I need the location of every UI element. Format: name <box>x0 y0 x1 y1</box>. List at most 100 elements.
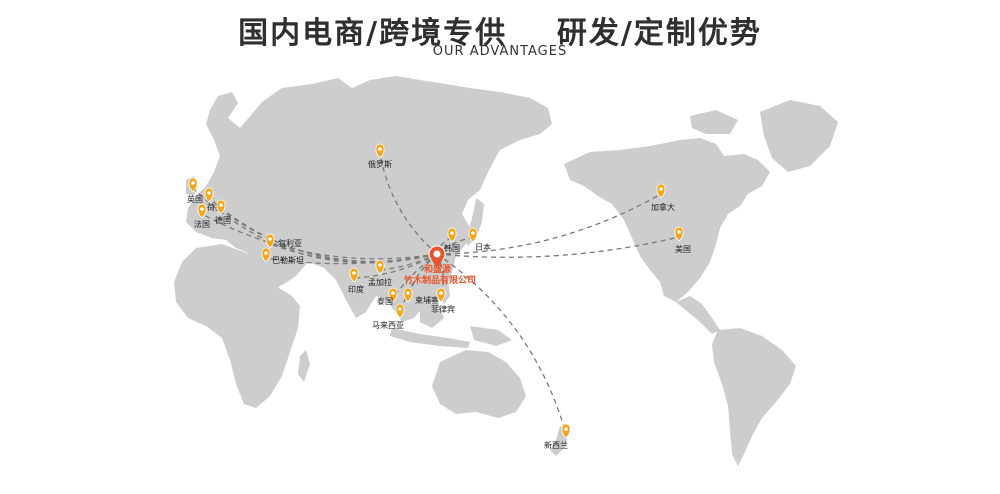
map-pin-dot <box>564 427 568 431</box>
pin-usa[interactable]: 美国 <box>674 226 691 254</box>
pin-korea[interactable]: 韩国 <box>444 227 460 253</box>
indonesia-landmass <box>390 328 470 348</box>
south-america-landmass <box>712 328 796 466</box>
map-pin-dot <box>219 203 223 207</box>
pin-label-philippines: 菲律宾 <box>431 304 455 314</box>
arctic-islands-landmass <box>690 110 738 134</box>
north-america-landmass <box>564 138 770 302</box>
map-pin-icon <box>656 183 666 199</box>
pin-palestine[interactable]: 巴勒斯坦 <box>261 247 304 265</box>
map-pin-dot <box>450 231 454 235</box>
map-pin-icon <box>447 227 457 243</box>
route-usa <box>436 236 680 258</box>
map-pin-icon <box>468 227 478 243</box>
map-pin-dot <box>191 181 195 185</box>
pin-india[interactable]: 印度 <box>348 267 364 294</box>
pin-label-malaysia: 马来西亚 <box>372 321 404 330</box>
pin-thailand[interactable]: 泰国 <box>377 287 398 306</box>
map-pin-icon <box>188 177 198 193</box>
greenland-landmass <box>760 100 838 172</box>
map-pin-dot <box>378 263 382 267</box>
map-pin-dot <box>659 187 663 191</box>
pin-label-netherlands: 荷兰 <box>207 202 223 212</box>
pin-uk[interactable]: 英国 <box>187 177 203 204</box>
pin-philippines[interactable]: 菲律宾 <box>431 287 455 314</box>
pin-label-palestine: 巴勒斯坦 <box>272 255 304 265</box>
map-pin-icon <box>436 287 446 303</box>
pin-label-canada: 加拿大 <box>651 202 675 212</box>
pin-cambodia[interactable]: 柬埔寨 <box>403 287 439 305</box>
map-pin-dot <box>264 251 268 255</box>
pin-japan[interactable]: 日本 <box>468 227 491 252</box>
pin-canada[interactable]: 加拿大 <box>651 183 675 212</box>
pin-label-newzealand: 新西兰 <box>544 440 568 450</box>
map-pin-icon <box>674 226 684 242</box>
pin-label-india: 印度 <box>348 284 364 294</box>
pin-syria[interactable]: 叙利亚 <box>265 233 302 249</box>
map-pin-icon <box>375 259 385 275</box>
map-pin-dot <box>406 291 410 295</box>
pin-label-cambodia: 柬埔寨 <box>415 295 439 305</box>
map-pin-icon <box>197 203 207 219</box>
madagascar-landmass <box>298 350 310 382</box>
map-pin-icon <box>216 199 226 215</box>
central-america-landmass <box>676 296 720 334</box>
pin-label-korea: 韩国 <box>444 243 460 253</box>
map-pin-icon <box>561 423 571 439</box>
pin-label-usa: 美国 <box>675 244 691 254</box>
origin-label-line2: 竹木制品有限公司 <box>403 274 476 286</box>
map-pin-icon <box>388 287 398 303</box>
pin-label-bangladesh: 孟加拉 <box>368 277 392 287</box>
map-pin-dot <box>439 291 443 295</box>
map-pin-dot <box>398 307 402 311</box>
pin-label-germany: 德国 <box>215 215 231 225</box>
australia-landmass <box>432 350 526 418</box>
pin-label-syria: 叙利亚 <box>278 238 302 248</box>
origin-pin-tip <box>431 259 443 268</box>
map-pin-dot <box>391 291 395 295</box>
route-newzealand <box>436 253 567 435</box>
route-russia <box>379 153 438 255</box>
pin-label-uk: 英国 <box>187 194 203 204</box>
map-pin-dot <box>268 237 272 241</box>
pin-germany[interactable]: 德国 <box>215 199 231 225</box>
map-pin-icon <box>403 287 413 303</box>
pin-label-russia: 俄罗斯 <box>368 159 392 169</box>
map-pin-dot <box>677 230 681 234</box>
map-pin-dot <box>352 271 356 275</box>
map-pin-icon <box>375 143 385 159</box>
pin-malaysia[interactable]: 马来西亚 <box>372 303 405 330</box>
origin-marker: 和盛源 竹木制品有限公司 <box>403 245 476 286</box>
pin-russia[interactable]: 俄罗斯 <box>368 143 392 169</box>
origin-pin-dot <box>433 250 441 258</box>
map-pin-icon <box>395 303 405 319</box>
eurasia-landmass <box>186 76 552 322</box>
map-pin-dot <box>207 191 211 195</box>
page-subtitle: OUR ADVANTAGES <box>432 44 568 59</box>
borneo-landmass <box>420 302 444 328</box>
map-pin-icon <box>349 267 359 283</box>
pin-label-france: 法国 <box>194 219 210 229</box>
map-pin-dot <box>200 207 204 211</box>
new-guinea-landmass <box>470 326 512 346</box>
landmasses <box>174 76 838 466</box>
pin-newzealand[interactable]: 新西兰 <box>544 423 571 450</box>
page-title: 国内电商/跨境专供 研发/定制优势 <box>238 16 762 51</box>
pin-bangladesh[interactable]: 孟加拉 <box>368 259 392 287</box>
map-pin-icon <box>204 187 214 203</box>
pin-label-thailand: 泰国 <box>377 296 393 306</box>
route-canada <box>436 193 662 255</box>
map-pin-dot <box>378 147 382 151</box>
pin-netherlands[interactable]: 荷兰 <box>204 187 223 212</box>
origin-label-line1: 和盛源 <box>423 263 451 275</box>
map-pin-icon <box>261 247 271 263</box>
pin-label-japan: 日本 <box>475 242 491 252</box>
route-palestine <box>265 253 438 265</box>
pin-france[interactable]: 法国 <box>194 203 210 229</box>
africa-landmass <box>174 244 300 408</box>
map-pin-dot <box>471 231 475 235</box>
map-pin-icon <box>265 233 275 249</box>
route-france <box>201 213 438 260</box>
